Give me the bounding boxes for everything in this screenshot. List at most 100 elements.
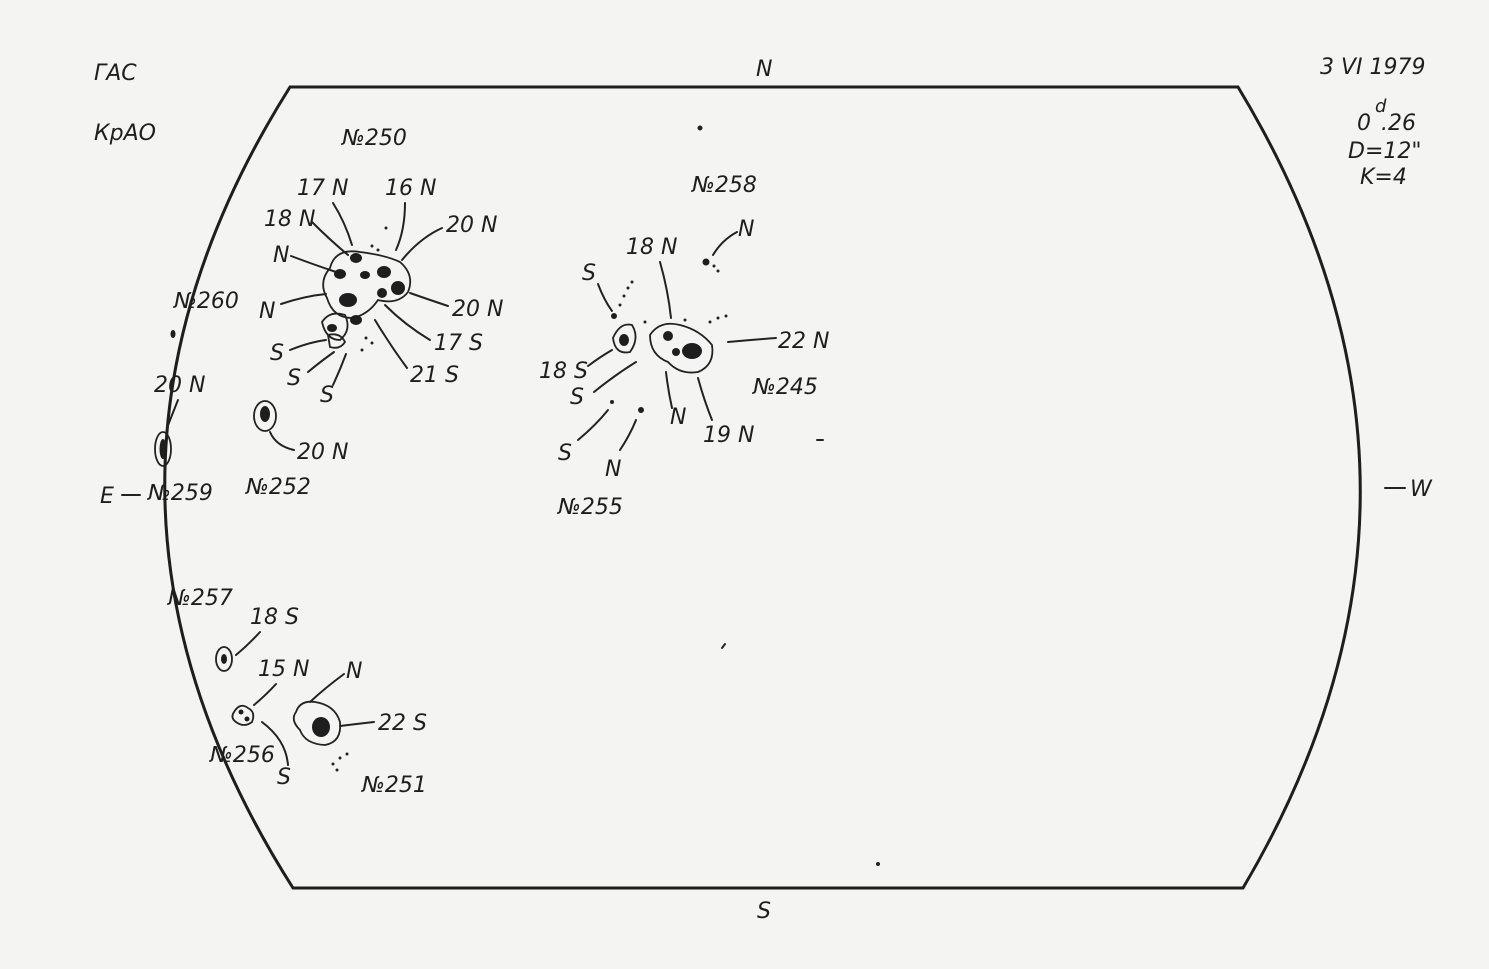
disk-dot-top	[697, 125, 703, 131]
group-250-polarity-20n-top: 20 N	[446, 213, 497, 238]
group-250-pore-6	[360, 348, 364, 352]
group-259-pointer-20n	[166, 399, 179, 429]
diameter-label: D=12"	[1348, 139, 1422, 164]
group-256-umbra-2	[244, 716, 250, 722]
group-250-umbra-9	[327, 324, 337, 332]
group-250-pointer-s1	[289, 339, 327, 351]
group-252-penumbra	[253, 400, 277, 432]
group-245-pointer-18s	[587, 349, 613, 367]
group-258: №258 N	[691, 125, 757, 273]
group-260-label: №260	[173, 289, 239, 314]
group-245-pore-3	[630, 280, 634, 284]
group-252-label: №252	[245, 475, 311, 500]
group-250-pointer-16n	[395, 202, 406, 251]
south-label: S	[757, 899, 771, 924]
group-250-pointer-s2	[307, 351, 335, 373]
group-256: №256 15 N S	[209, 657, 309, 790]
group-250-umbra-1	[350, 253, 362, 263]
group-245-umbra-4	[672, 348, 680, 356]
group-251: №251 N 22 S	[292, 659, 427, 798]
group-250-polarity-s2: S	[287, 366, 301, 391]
group-245-umbra-1	[619, 334, 629, 346]
group-245-pointer-18n	[659, 261, 672, 319]
observatory-label-1: ГАС	[94, 61, 137, 86]
group-250-polarity-17s: 17 S	[434, 331, 483, 356]
group-245-pore-6	[683, 318, 687, 322]
group-250-polarity-16n: 16 N	[385, 176, 436, 201]
group-251-pointer-n	[309, 673, 345, 703]
time-fraction: .26	[1381, 111, 1416, 136]
group-252-umbra	[260, 406, 270, 422]
group-252-polarity-20n: 20 N	[297, 440, 348, 465]
group-245-pore-7	[708, 320, 712, 324]
group-258-spot	[702, 258, 710, 266]
group-245-label: №245	[752, 375, 818, 400]
group-251-polarity-22s: 22 S	[378, 711, 427, 736]
group-250-penumbra	[322, 250, 412, 319]
group-245-polarity-22n: 22 N	[778, 329, 829, 354]
group-250-umbra-3	[360, 271, 370, 279]
group-250-umbra-8	[350, 315, 362, 325]
group-256-label: №256	[209, 743, 275, 768]
group-245-pore-1	[622, 294, 626, 298]
group-245-pore-4	[618, 303, 622, 307]
group-245-pointer-n	[665, 371, 673, 409]
group-250-pointer-n1	[290, 255, 337, 273]
group-256-umbra-1	[238, 709, 244, 715]
group-256-pointer-s	[261, 721, 289, 766]
group-258-pore-2	[716, 269, 720, 273]
group-245: №245 18 N S 22 N 18 S S N 19 N	[539, 235, 829, 448]
group-245-pointer-s-top	[597, 283, 613, 312]
group-255-polarity-s: S	[558, 441, 572, 466]
group-256-polarity-s: S	[277, 765, 291, 790]
group-250-polarity-s1: S	[270, 341, 284, 366]
group-257-polarity-18s: 18 S	[250, 605, 299, 630]
group-250-umbra-6	[339, 293, 357, 307]
group-257-pointer-18s	[235, 631, 261, 656]
group-256-penumbra	[231, 704, 255, 726]
group-250-polarity-20n-right: 20 N	[452, 297, 503, 322]
disk-mark-center	[721, 643, 726, 649]
group-257-label: №257	[167, 586, 233, 611]
east-label: E	[100, 484, 114, 509]
group-259-penumbra	[154, 431, 172, 467]
group-251-polarity-n: N	[346, 659, 362, 684]
group-255-polarity-n: N	[605, 457, 621, 482]
group-250-label: №250	[341, 126, 407, 151]
k-value-label: K=4	[1360, 165, 1407, 190]
group-250-pore-2	[376, 248, 380, 252]
group-250-umbra-7	[377, 288, 387, 298]
group-245-pointer-19n	[697, 377, 713, 421]
group-258-pointer-n	[712, 231, 738, 256]
group-245-spot-s	[611, 313, 617, 319]
solar-disk-outline	[163, 85, 1362, 890]
group-245-polarity-18s: 18 S	[539, 359, 588, 384]
group-250-pointer-17s	[384, 304, 431, 341]
group-245-pointer-s1	[593, 361, 637, 393]
group-258-label: №258	[691, 173, 757, 198]
time-days: 0	[1357, 111, 1371, 136]
group-255-label: №255	[557, 495, 623, 520]
group-256-pointer-15n	[253, 683, 277, 706]
group-255-spot-1	[638, 407, 644, 413]
group-250-polarity-17n: 17 N	[297, 176, 348, 201]
group-250-polarity-n2: N	[259, 299, 275, 324]
group-250-pore-4	[364, 336, 368, 340]
group-250-pointer-20n-top	[401, 227, 443, 261]
group-250-pointer-20n-right	[409, 292, 449, 307]
group-250-polarity-s3: S	[320, 383, 334, 408]
group-250-pointer-n2	[280, 293, 327, 305]
group-250-pointer-18n	[311, 221, 349, 256]
group-259: №259 20 N	[147, 373, 213, 506]
group-250-pore-3	[384, 226, 388, 230]
group-245-pointer-22n	[727, 337, 777, 343]
observation-date: 3 VI 1979	[1320, 55, 1426, 80]
group-245-umbra-3	[682, 343, 702, 359]
group-250-pore-5	[370, 341, 374, 345]
group-252-pointer-20n	[269, 431, 295, 451]
group-258-polarity-n: N	[738, 217, 754, 242]
group-245-penumbra-2	[649, 322, 714, 374]
group-250-polarity-21s: 21 S	[410, 363, 459, 388]
group-250-umbra-2	[334, 269, 346, 279]
group-257-umbra	[221, 654, 227, 664]
